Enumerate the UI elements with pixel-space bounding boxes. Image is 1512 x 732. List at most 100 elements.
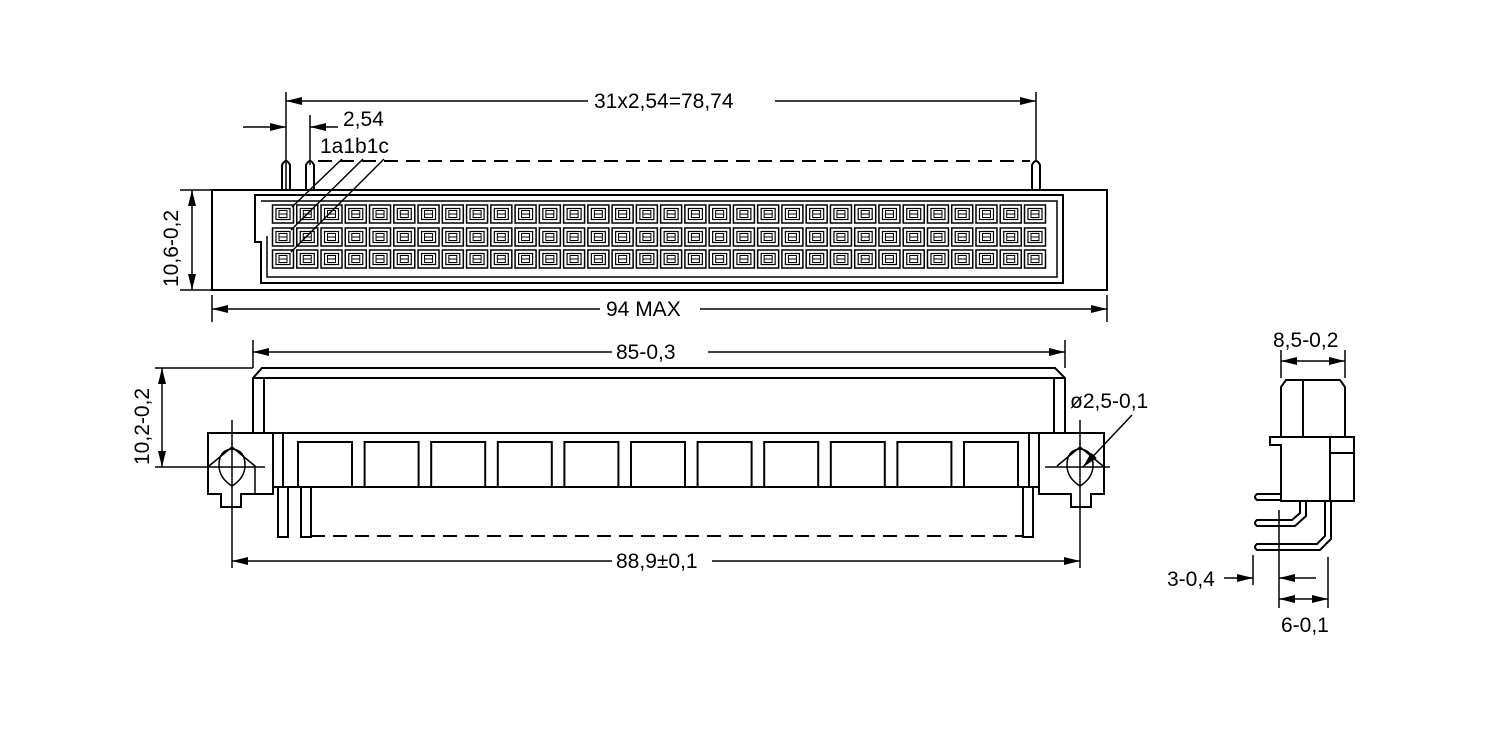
dim-depth: 8,5-0,2 xyxy=(1273,329,1338,352)
front-view: 85-0,3 10,2-0,2 ø2,5-0,1 88,9±0,1 xyxy=(131,340,1148,573)
contact-cell xyxy=(417,227,440,247)
contact-cell xyxy=(635,249,659,269)
contact-cell xyxy=(902,204,925,224)
side-upper-body xyxy=(1280,379,1346,437)
body-window xyxy=(363,441,420,488)
contact-cell xyxy=(926,204,950,224)
contact-cell xyxy=(490,249,513,269)
contact-cell xyxy=(465,249,489,269)
leader-line xyxy=(290,158,364,231)
contact-cell xyxy=(829,204,853,224)
body-window xyxy=(430,441,487,488)
leader-line xyxy=(291,158,343,208)
contact-cell xyxy=(417,249,440,269)
contact-cell xyxy=(611,227,634,247)
connector-recess xyxy=(254,194,1064,284)
contact-cell xyxy=(320,204,343,224)
contact-cell xyxy=(926,249,950,269)
dim-height-front: 10,2-0,2 xyxy=(131,388,154,465)
body-window xyxy=(896,441,953,488)
contact-cell xyxy=(999,249,1022,269)
contact-cell xyxy=(732,204,756,224)
contact-cell xyxy=(756,227,780,247)
contact-cell xyxy=(465,227,489,247)
pin xyxy=(1031,160,1041,190)
contact-grid xyxy=(271,204,1047,269)
pin xyxy=(277,486,289,538)
contact-cell xyxy=(587,204,610,224)
dim-pin-offset: 3-0,4 xyxy=(1167,568,1215,591)
contact-cell xyxy=(756,249,780,269)
contact-cell xyxy=(368,227,392,247)
contact-cell xyxy=(853,204,877,224)
contact-cell xyxy=(344,204,368,224)
contact-cell xyxy=(538,249,562,269)
contact-cell xyxy=(1023,227,1047,247)
contact-cell xyxy=(393,249,416,269)
contact-cell xyxy=(538,227,562,247)
side-view: 8,5-0,2 3-0,4 6-0,1 xyxy=(1167,329,1355,637)
connector-body xyxy=(211,189,1108,291)
contact-cell xyxy=(878,204,901,224)
contact-cell xyxy=(684,204,707,224)
contact-cell xyxy=(393,227,416,247)
contact-cell xyxy=(441,204,465,224)
leader-line xyxy=(290,158,385,253)
contact-cell xyxy=(514,204,537,224)
contact-cell xyxy=(999,227,1022,247)
contact-cell xyxy=(611,249,634,269)
contact-cell xyxy=(635,204,659,224)
pin xyxy=(281,160,291,190)
contact-cell xyxy=(878,227,901,247)
contact-cell xyxy=(562,227,586,247)
contact-cell xyxy=(708,227,731,247)
top-view: 31x2,54=78,74 2,54 1a1b1c xyxy=(160,90,1108,322)
contact-cell xyxy=(538,204,562,224)
body-window xyxy=(696,441,753,488)
contact-cell xyxy=(878,249,901,269)
contact-cell xyxy=(465,204,489,224)
side-base-body xyxy=(1269,436,1355,502)
contact-cell xyxy=(902,227,925,247)
contact-cell xyxy=(417,204,440,224)
body-window xyxy=(963,441,1019,488)
dim-pin-row-span: 6-0,1 xyxy=(1281,614,1329,637)
contact-cell xyxy=(708,249,731,269)
contact-cell xyxy=(1023,204,1047,224)
body-window xyxy=(630,441,686,488)
dim-height-top: 10,6-0,2 xyxy=(160,210,183,287)
dim-body-length: 85-0,3 xyxy=(616,341,676,364)
pin xyxy=(1022,486,1034,538)
contact-cell xyxy=(271,204,295,224)
contact-cell xyxy=(684,227,707,247)
body-window xyxy=(763,441,820,488)
contact-cell xyxy=(562,204,586,224)
contact-cell xyxy=(659,227,683,247)
contact-cell xyxy=(514,249,537,269)
contact-cell xyxy=(271,249,295,269)
contact-cell xyxy=(320,227,343,247)
contact-cell xyxy=(441,249,465,269)
dim-pitch: 2,54 xyxy=(343,108,384,131)
contact-cell xyxy=(805,249,828,269)
body-window xyxy=(297,441,353,488)
mounting-hole-left xyxy=(208,446,256,494)
contact-cell xyxy=(368,204,392,224)
body-window xyxy=(496,441,553,488)
contact-cell xyxy=(271,227,295,247)
mounting-flange-left xyxy=(207,432,274,508)
contact-cell xyxy=(1023,249,1047,269)
side-pin-row-a xyxy=(1254,493,1281,501)
contact-cell xyxy=(344,249,368,269)
contact-cell xyxy=(829,249,853,269)
connector-recess-inner xyxy=(261,200,1058,278)
contact-cell xyxy=(756,204,780,224)
contact-cell xyxy=(659,204,683,224)
upper-body xyxy=(252,367,1066,433)
contact-cell xyxy=(441,227,465,247)
contact-cell xyxy=(926,227,950,247)
contact-cell xyxy=(296,227,319,247)
contact-cell xyxy=(296,249,319,269)
contact-cell xyxy=(344,227,368,247)
